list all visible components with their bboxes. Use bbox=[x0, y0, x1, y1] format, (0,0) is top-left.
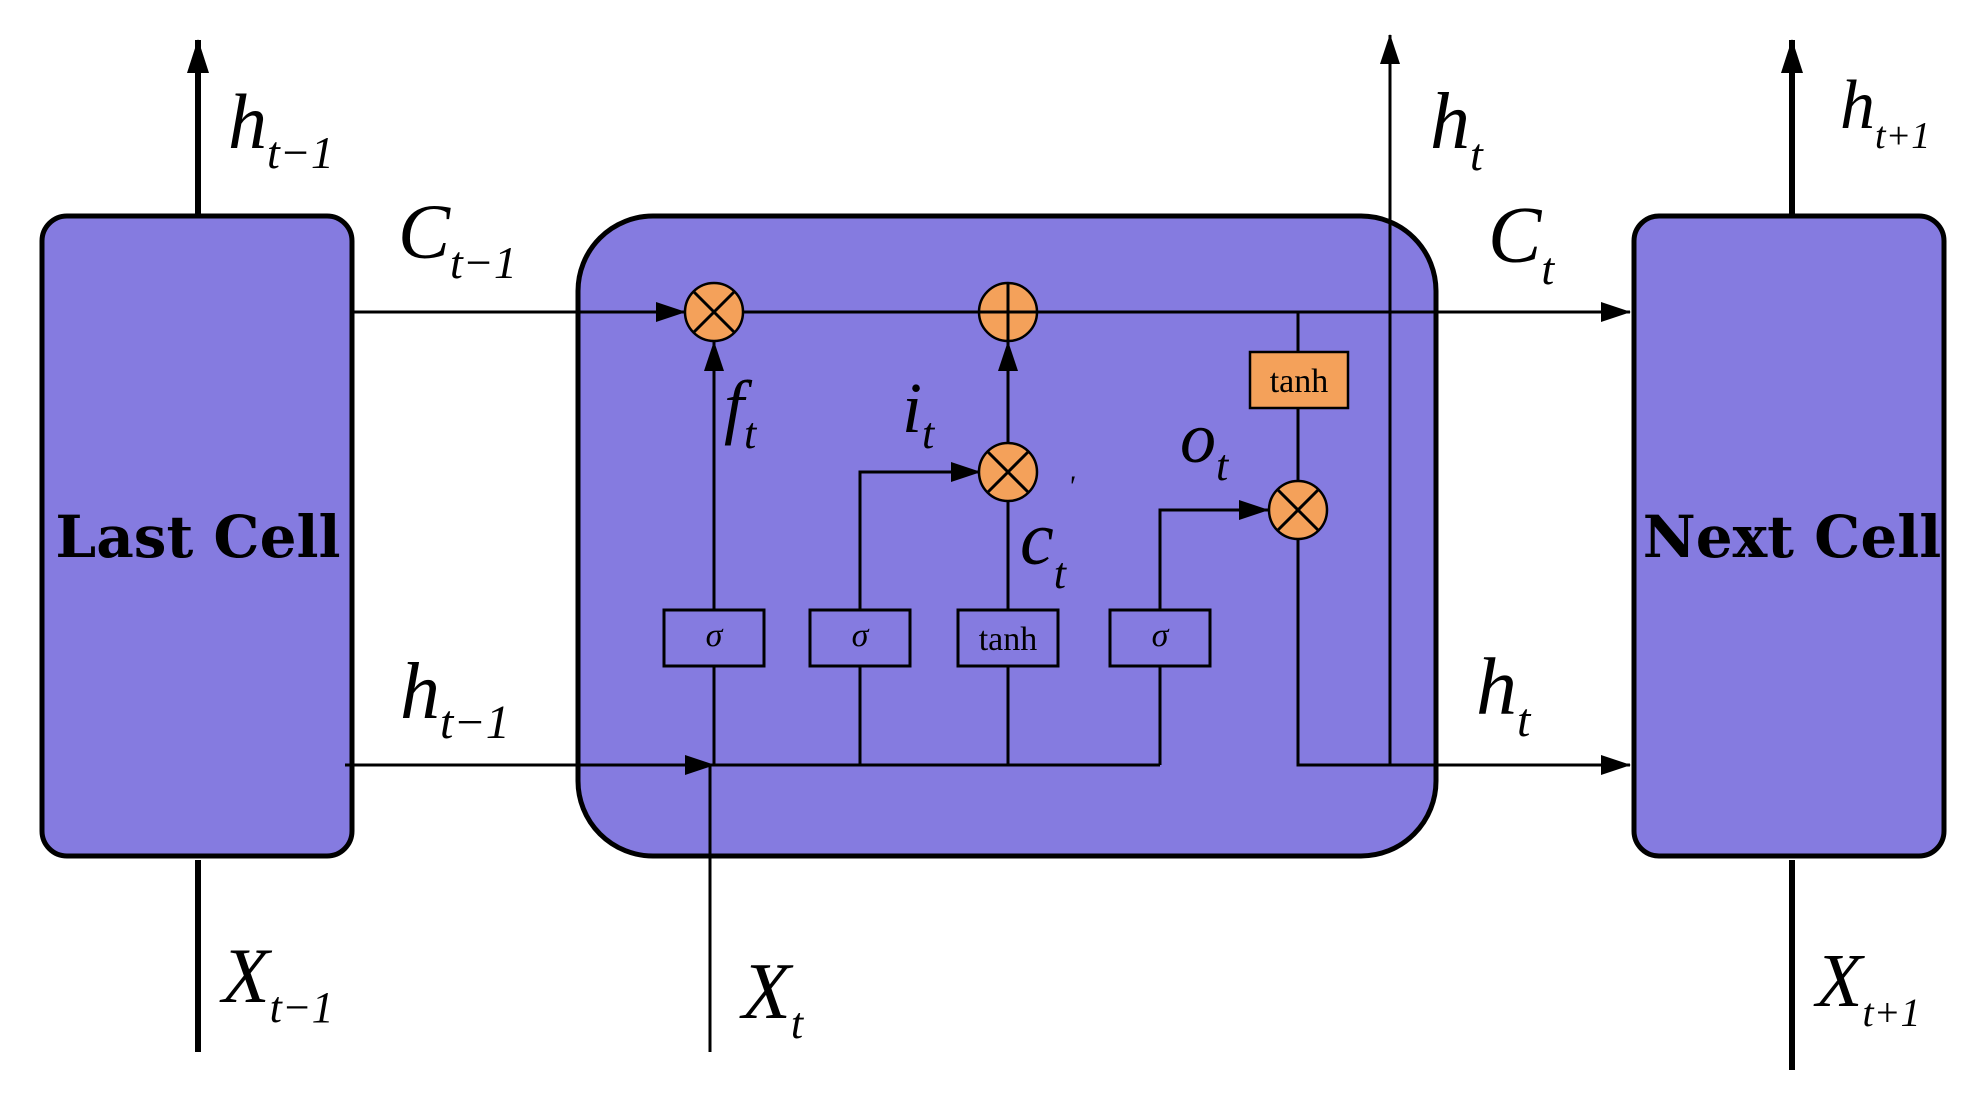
svg-text:tanh: tanh bbox=[1270, 363, 1329, 400]
label-h-t-mid: ht bbox=[1476, 641, 1532, 747]
forget-gate-box: σ bbox=[662, 608, 766, 668]
cell-tanh-box: tanh bbox=[1248, 350, 1350, 410]
last-cell-label: Last Cell bbox=[55, 503, 340, 571]
label-i-t: it bbox=[902, 368, 936, 458]
input-gate-arrow bbox=[858, 462, 981, 612]
output-gate-arrow bbox=[1158, 500, 1269, 612]
candidate-gate-box: tanh bbox=[956, 608, 1060, 668]
svg-text:σ: σ bbox=[852, 617, 870, 654]
svg-text:σ: σ bbox=[706, 617, 724, 654]
label-x-t: Xt bbox=[739, 948, 805, 1048]
label-h-t-top: ht bbox=[1430, 78, 1484, 180]
input-multiply-icon bbox=[977, 441, 1039, 503]
output-gate-box: σ bbox=[1108, 608, 1212, 668]
next-cell-label: Next Cell bbox=[1643, 503, 1942, 571]
label-x-prev: Xt−1 bbox=[219, 932, 334, 1032]
forget-multiply-icon bbox=[683, 281, 745, 343]
input-gate-box: σ bbox=[808, 608, 912, 668]
cell-add-icon bbox=[977, 281, 1039, 343]
label-x-next: Xt+1 bbox=[1813, 939, 1921, 1035]
label-c-t: Ct bbox=[1488, 192, 1555, 294]
label-o-t: ot bbox=[1180, 398, 1230, 490]
label-c-tilde-prime: ' bbox=[1068, 470, 1075, 503]
label-h-prev-top: ht−1 bbox=[228, 78, 334, 178]
output-multiply-icon bbox=[1267, 479, 1329, 541]
label-c-tilde: ct bbox=[1020, 497, 1068, 598]
label-h-next-top: ht+1 bbox=[1840, 67, 1930, 157]
svg-text:tanh: tanh bbox=[979, 621, 1038, 658]
label-c-prev: Ct−1 bbox=[398, 188, 517, 288]
svg-text:σ: σ bbox=[1152, 617, 1170, 654]
label-h-prev-mid: ht−1 bbox=[400, 648, 510, 749]
